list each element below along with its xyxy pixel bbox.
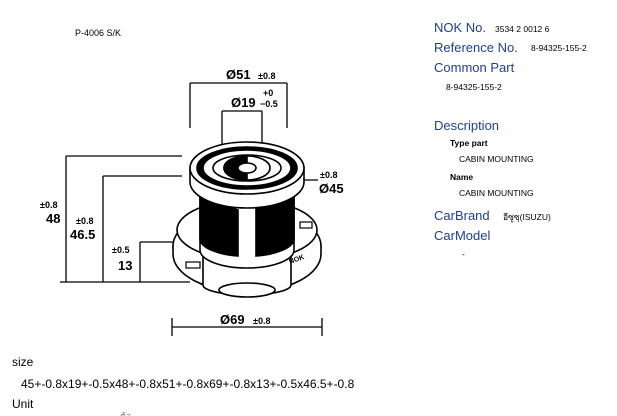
dim-d19-tol-plus: +0 [263, 88, 273, 98]
dim-h465: 46.5 [70, 227, 95, 242]
reference-value: 8-94325-155-2 [531, 43, 587, 53]
reference-label: Reference No. [434, 40, 518, 55]
dim-d45: Ø45 [319, 181, 344, 196]
type-part-value: CABIN MOUNTING [459, 154, 534, 164]
dim-h13: 13 [118, 258, 132, 273]
dim-h48-tol: ±0.8 [40, 200, 57, 210]
size-value: 45+-0.8x19+-0.5x48+-0.8x51+-0.8x69+-0.8x… [21, 377, 355, 391]
dim-d69: Ø69 [220, 312, 245, 327]
dim-d51-tol: ±0.8 [258, 71, 275, 81]
unit-value: ตัว [120, 411, 131, 416]
carmodel-label: CarModel [434, 228, 491, 243]
common-part-value: 8-94325-155-2 [446, 82, 502, 92]
dim-h13-tol: ±0.5 [112, 245, 129, 255]
name-label: Name [450, 172, 474, 182]
unit-label: Unit [12, 397, 34, 411]
carmodel-value: - [462, 249, 465, 259]
dim-d69-tol: ±0.8 [253, 316, 270, 326]
dim-h48: 48 [46, 211, 60, 226]
description-label: Description [434, 118, 500, 133]
type-part-label: Type part [450, 138, 488, 148]
dim-h465-tol: ±0.8 [76, 216, 93, 226]
name-value: CABIN MOUNTING [459, 188, 534, 198]
dim-d19-tol-minus: −0.5 [260, 99, 278, 109]
part-drawing: NOK Ø51 ±0.8 Ø19 +0 −0.5 ±0.8 Ø45 ±0.8 4… [40, 67, 344, 336]
carbrand-value: อีซูซุ(ISUZU) [503, 212, 551, 222]
size-label: size [12, 355, 34, 369]
common-part-label: Common Part [434, 60, 515, 75]
dim-d51: Ø51 [226, 67, 251, 82]
product-code: P-4006 S/K [75, 28, 122, 38]
nok-no-label: NOK No. [434, 20, 487, 35]
dim-d19: Ø19 [231, 95, 256, 110]
dim-d45-tol: ±0.8 [320, 170, 337, 180]
nok-no-value: 3534 2 0012 6 [495, 24, 550, 34]
brand-mark: NOK [288, 254, 305, 266]
carbrand-label: CarBrand [434, 208, 490, 223]
